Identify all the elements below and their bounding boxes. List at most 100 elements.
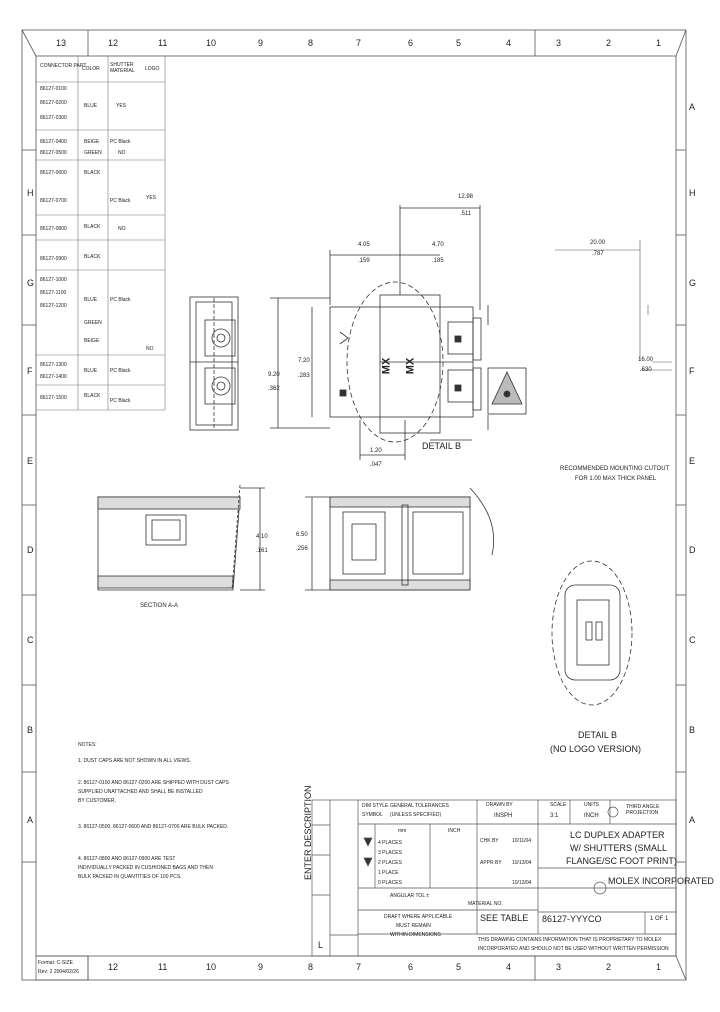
zone-row-e-left: E <box>27 456 34 466</box>
zone-col-11-bottom: 11 <box>158 962 168 972</box>
tb-dim-style: DIM STYLE <box>362 803 389 809</box>
zone-col-1-top: 1 <box>656 38 662 48</box>
zone-row-e-right: E <box>689 456 696 466</box>
tb-projection: THIRD ANGLE PROJECTION <box>626 804 660 816</box>
front-end-view <box>189 296 239 431</box>
tb-tol-row-label: 2 PLACES <box>378 860 402 866</box>
dim-height2-in: .283 <box>298 373 310 379</box>
tb-tol-row-label: 0 PLACES <box>378 880 402 886</box>
tb-angular: ANGULAR TOL ± <box>390 893 430 899</box>
zone-row-h-right: H <box>689 188 696 198</box>
dim-right-side-in: .630 <box>640 367 652 373</box>
zone-col-10-bottom: 10 <box>206 962 217 972</box>
format-label-2: Rev: 2 2004/02/26 <box>38 969 79 975</box>
plan-view <box>270 205 527 460</box>
tb-rev-title: ENTER DESCRIPTION <box>303 785 313 880</box>
zone-col-5-bottom: 5 <box>456 962 462 972</box>
zone-row-h-left: H <box>27 188 34 198</box>
zone-col-7-bottom: 7 <box>356 962 362 972</box>
note-3: 3. 86127-0500, 86127-0600 AND 86127-0700… <box>78 824 229 830</box>
zone-col-2-bottom: 2 <box>606 962 612 972</box>
tb-unless: (UNLESS SPECIFIED) <box>390 812 442 818</box>
detail-b-subtitle: (NO LOGO VERSION) <box>550 744 642 754</box>
table-row-material: PC Black <box>110 297 131 303</box>
table-row-color: BLACK <box>84 393 101 399</box>
title-block-grid <box>311 799 677 957</box>
tb-company: MOLEX INCORPORATED <box>608 876 714 886</box>
zone-row-d-left: D <box>27 545 34 555</box>
tb-units: UNITS <box>584 802 599 808</box>
dim-height-in: .362 <box>268 386 280 392</box>
tb-title-1: LC DUPLEX ADAPTER <box>570 830 665 840</box>
detail-b-title: DETAIL B <box>578 730 618 740</box>
table-row-part: 86127-1200 <box>40 303 67 309</box>
dim-right: 4.70 <box>432 242 444 248</box>
table-row-logo: YES <box>116 103 127 109</box>
format-box <box>35 955 89 981</box>
tb-chk-by: CHK BY <box>480 838 499 844</box>
table-row-material: PC Black <box>110 368 131 374</box>
table-header-logo: LOGO <box>145 66 160 72</box>
table-header-part: CONNECTOR PART <box>40 63 87 69</box>
table-row-part: 86127-0100 <box>40 86 67 92</box>
tb-scale-val: 3:1 <box>550 813 559 819</box>
note-4a: 4. 86127-0800 AND 86127-0900 ARE TEST <box>78 856 176 862</box>
table-row-color: BLACK <box>84 224 101 230</box>
tb-general-tol: GENERAL TOLERANCES <box>390 803 449 809</box>
dim-left: 4.05 <box>358 242 370 248</box>
zone-col-1-bottom: 1 <box>656 962 662 972</box>
mx-logo-left: MX <box>380 357 393 375</box>
table-row-part: 86127-1300 <box>40 362 67 368</box>
zone-row-d-right: D <box>689 545 696 555</box>
table-row-material: PC Black <box>110 198 131 204</box>
tb-scale: SCALE <box>550 802 567 808</box>
table-row-part: 86127-0500 <box>40 150 67 156</box>
tb-date-2: 10/13/04 <box>512 860 532 866</box>
zone-col-4-bottom: 4 <box>506 962 512 972</box>
table-row-color: BLUE <box>84 297 98 303</box>
dim-height2: 7.20 <box>298 358 310 364</box>
tb-rev-l: L <box>318 940 324 950</box>
cutout-note-2: FOR 1.00 MAX THICK PANEL <box>575 476 657 482</box>
dim-ref-in: .787 <box>592 251 604 257</box>
table-row-part: 86127-0800 <box>40 226 67 232</box>
table-row-color: BLUE <box>84 103 98 109</box>
note-2a: 2. 86127-0100 AND 86127-0200 ARE SHIPPED… <box>78 780 229 786</box>
tb-tol-row-label: 4 PLACES <box>378 840 402 846</box>
dim-sec-right: 6.50 <box>296 532 308 538</box>
zone-row-a-right: A <box>689 815 696 825</box>
detail-b-view <box>551 560 633 706</box>
tb-drafting: DRAFT WHERE APPLICABLE <box>384 914 453 920</box>
tb-matl: MATERIAL NO. <box>468 901 503 907</box>
zone-col-12-top: 12 <box>108 38 119 48</box>
zone-row-a-right-top: A <box>689 102 696 112</box>
note-4b: INDIVIDUALLY PACKED IN CUSHIONED BAGS AN… <box>78 865 213 871</box>
zone-col-3-top: 3 <box>556 38 562 48</box>
zone-col-12-bottom: 12 <box>108 962 119 972</box>
dim-bottom: 1.20 <box>370 448 382 454</box>
table-row-logo: NO <box>118 226 126 232</box>
table-row-material: PC Black <box>110 139 131 145</box>
table-row-part: 86127-1500 <box>40 395 67 401</box>
tb-matl-val: SEE TABLE <box>480 913 529 923</box>
table-row-color: BLACK <box>84 254 101 260</box>
zone-row-g-left: G <box>27 278 35 288</box>
tb-app-by: APPR BY <box>480 860 502 866</box>
section-a-view <box>97 484 265 591</box>
tb-tol-row-label: 1 PLACE <box>378 870 399 876</box>
zone-col-13-top: 13 <box>56 38 67 48</box>
zone-col-6-top: 6 <box>408 38 414 48</box>
dim-top-total: 12.98 <box>458 194 474 200</box>
tb-symbol: SYMBOL <box>362 812 383 818</box>
tb-title-3: FLANGE/SC FOOT PRINT) <box>566 856 677 866</box>
zone-col-2-top: 2 <box>606 38 612 48</box>
dim-height: 9.20 <box>268 372 280 378</box>
tb-mm: mm <box>398 828 407 834</box>
table-header-color: COLOR <box>82 66 100 72</box>
zone-col-5-top: 5 <box>456 38 462 48</box>
dim-right-side: 16.00 <box>638 357 654 363</box>
table-row-part: 86127-1100 <box>40 290 67 296</box>
table-row-part: 86127-0700 <box>40 198 67 204</box>
zone-row-b-right: B <box>689 725 696 735</box>
